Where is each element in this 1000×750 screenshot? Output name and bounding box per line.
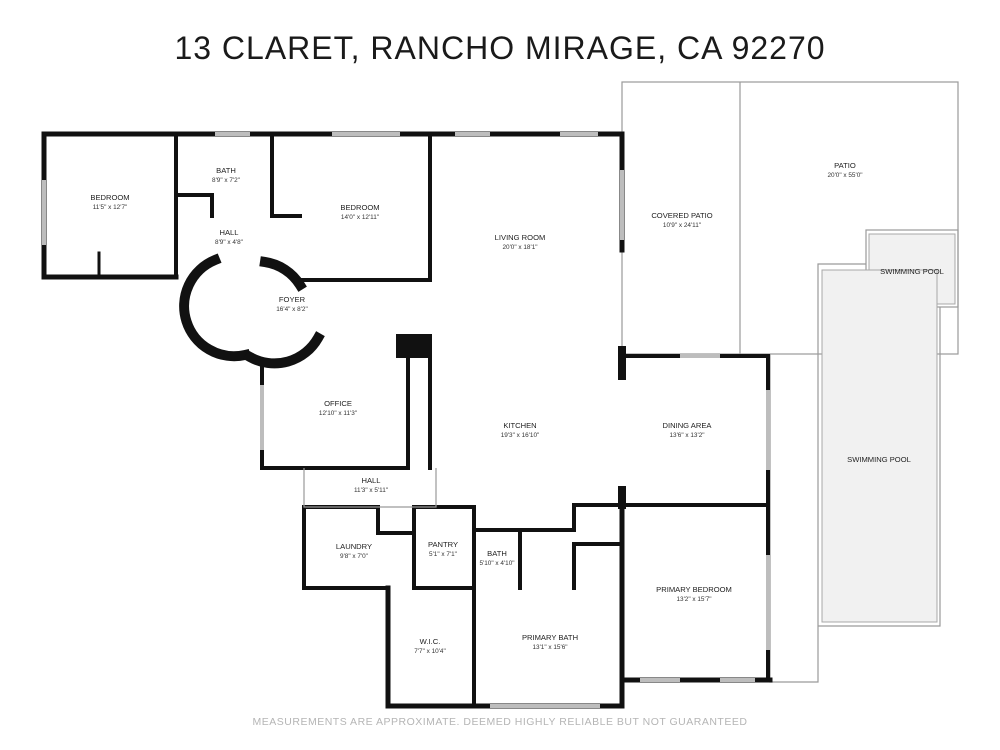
side-yard-outline bbox=[769, 354, 819, 683]
room-name-primary-bath: PRIMARY BATH bbox=[522, 633, 578, 642]
room-dim-office: 12'10" x 11'3" bbox=[319, 410, 357, 417]
bath-east-wall bbox=[270, 132, 302, 218]
bedroom2-south-wall bbox=[298, 132, 432, 282]
room-name-wic: W.I.C. bbox=[420, 637, 441, 646]
laundry-walls bbox=[302, 505, 390, 590]
room-name-dining: DINING AREA bbox=[663, 421, 713, 430]
room-dim-dining: 13'6" x 13'2" bbox=[669, 432, 704, 439]
walls bbox=[41, 131, 773, 709]
room-dim-living: 20'0" x 18'1" bbox=[502, 244, 537, 251]
outdoor-outlines bbox=[621, 81, 959, 683]
room-name-bath-north: BATH bbox=[216, 166, 236, 175]
room-name-pool-large: SWIMMING POOL bbox=[847, 455, 911, 464]
room-name-bedroom-west: BEDROOM bbox=[90, 193, 129, 202]
room-name-pantry: PANTRY bbox=[428, 540, 458, 549]
dining-walls bbox=[620, 354, 770, 682]
room-dim-wic: 7'7" x 10'4" bbox=[414, 648, 446, 655]
room-name-office: OFFICE bbox=[324, 399, 352, 408]
room-name-patio: PATIO bbox=[834, 161, 856, 170]
room-dim-kitchen: 19'3" x 16'10" bbox=[501, 432, 540, 439]
room-name-primary-bedroom: PRIMARY BEDROOM bbox=[656, 585, 732, 594]
room-dim-laundry: 9'8" x 7'0" bbox=[340, 553, 368, 560]
column-block bbox=[396, 334, 432, 358]
room-name-foyer: FOYER bbox=[279, 295, 306, 304]
bath2-north bbox=[472, 503, 624, 532]
room-dim-hall-south: 11'3" x 5'11" bbox=[354, 487, 388, 494]
foyer-curve-west bbox=[179, 253, 251, 362]
room-dim-pantry: 5'1" x 7'1" bbox=[429, 551, 457, 558]
room-name-hall-north: HALL bbox=[220, 228, 239, 237]
room-name-kitchen: KITCHEN bbox=[503, 421, 536, 430]
plan-title: 13 CLARET, RANCHO MIRAGE, CA 92270 bbox=[174, 30, 826, 66]
room-dim-bath-south: 5'10" x 4'10" bbox=[479, 560, 514, 567]
room-dim-covered-patio: 10'9" x 24'11" bbox=[663, 222, 701, 229]
pantry-walls bbox=[412, 505, 476, 590]
laundry-north bbox=[302, 505, 416, 535]
room-name-hall-south: HALL bbox=[362, 476, 381, 485]
foyer-curve-south bbox=[243, 331, 325, 369]
room-name-bath-south: BATH bbox=[487, 549, 507, 558]
room-dim-patio: 20'0" x 55'0" bbox=[827, 172, 862, 179]
room-dim-foyer: 16'4" x 8'2" bbox=[276, 306, 308, 313]
room-name-pool-small: SWIMMING POOL bbox=[880, 267, 944, 276]
room-name-laundry: LAUNDRY bbox=[336, 542, 372, 551]
disclaimer-footer: MEASUREMENTS ARE APPROXIMATE. DEEMED HIG… bbox=[252, 716, 748, 728]
room-dim-bedroom-east: 14'0" x 12'11" bbox=[341, 214, 379, 221]
room-labels: BEDROOM 11'5" x 12'7" BATH 8'9" x 7'2" B… bbox=[90, 161, 943, 655]
foyer-curve-ne bbox=[259, 256, 307, 292]
hall2-outline bbox=[303, 468, 437, 508]
room-dim-primary-bath: 13'1" x 15'6" bbox=[532, 644, 567, 651]
pool-deck-outline-2 bbox=[818, 307, 941, 627]
windows bbox=[42, 132, 770, 708]
room-name-living: LIVING ROOM bbox=[495, 233, 546, 242]
room-dim-bedroom-west: 11'5" x 12'7" bbox=[93, 204, 128, 211]
large-pool-water bbox=[821, 269, 938, 623]
pool-deck-outline bbox=[817, 263, 866, 626]
wic-walls bbox=[385, 585, 625, 709]
room-name-bedroom-east: BEDROOM bbox=[340, 203, 379, 212]
room-dim-primary-bedroom: 13'2" x 15'7" bbox=[676, 596, 711, 603]
bath-partition bbox=[174, 193, 214, 218]
room-name-covered-patio: COVERED PATIO bbox=[651, 211, 712, 220]
room-dim-hall-north: 8'9" x 4'8" bbox=[215, 239, 243, 246]
room-dim-bath-north: 8'9" x 7'2" bbox=[212, 177, 240, 184]
